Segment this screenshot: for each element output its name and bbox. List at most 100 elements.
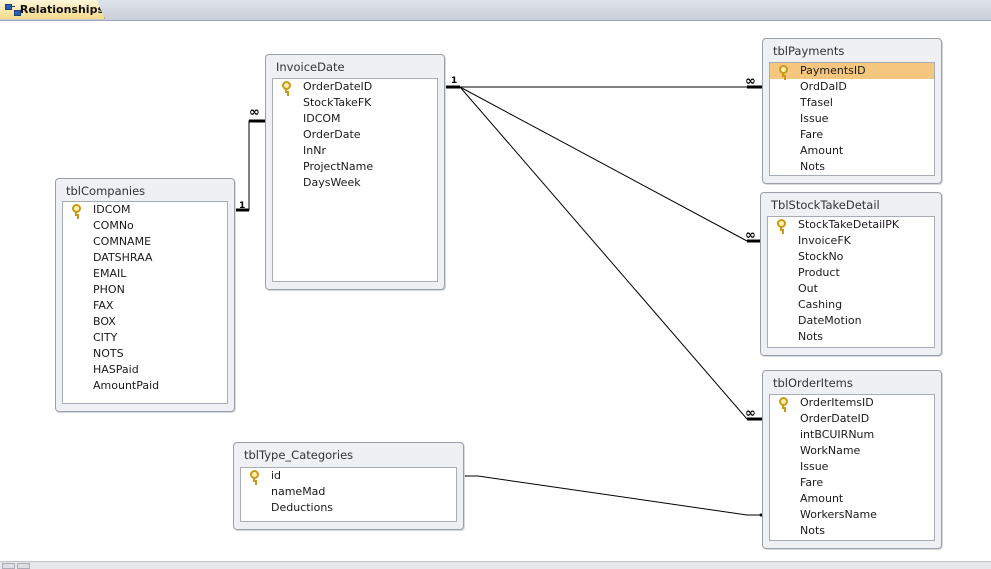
field-row[interactable]: DATSHRAA bbox=[63, 250, 227, 266]
rel-companies-invoicedate bbox=[235, 120, 265, 211]
field-row[interactable]: WorkName bbox=[770, 443, 934, 459]
field-row[interactable]: StockTakeFK bbox=[273, 95, 437, 111]
field-row[interactable]: OrdDaID bbox=[770, 79, 934, 95]
field-row[interactable]: StockTakeDetailPK bbox=[768, 217, 934, 233]
field-row[interactable]: HASPaid bbox=[63, 362, 227, 378]
field-row[interactable]: Nots bbox=[770, 523, 934, 539]
field-row[interactable]: Nots bbox=[768, 329, 934, 345]
field-row[interactable]: OrderDateID bbox=[770, 411, 934, 427]
field-row[interactable]: IDCOM bbox=[273, 111, 437, 127]
field-row[interactable]: Tfasel bbox=[770, 95, 934, 111]
field-row[interactable]: Issue bbox=[770, 111, 934, 127]
field-row[interactable]: DateMotion bbox=[768, 313, 934, 329]
field-name: Nots bbox=[798, 330, 824, 343]
field-name: IDCOM bbox=[93, 203, 131, 216]
field-row[interactable]: Product bbox=[768, 265, 934, 281]
field-row[interactable]: Fare bbox=[770, 127, 934, 143]
field-row[interactable]: Nots bbox=[770, 159, 934, 175]
field-row[interactable]: Out bbox=[768, 281, 934, 297]
horizontal-scrollbar[interactable] bbox=[0, 561, 991, 569]
table-title[interactable]: tblType_Categories bbox=[244, 448, 354, 462]
field-row[interactable]: Issue bbox=[770, 459, 934, 475]
table-title[interactable]: tblCompanies bbox=[66, 184, 146, 198]
table-title[interactable]: tblOrderItems bbox=[773, 376, 853, 390]
field-row[interactable]: InNr bbox=[273, 143, 437, 159]
field-name: OrderDateID bbox=[800, 412, 870, 425]
field-row[interactable]: Amount bbox=[770, 143, 934, 159]
field-name: OrdDaID bbox=[800, 80, 847, 93]
field-name: OrderDateID bbox=[303, 80, 373, 93]
field-name: AmountPaid bbox=[93, 379, 160, 392]
field-row[interactable]: OrderItemsID bbox=[770, 395, 934, 411]
field-row[interactable]: ProjectName bbox=[273, 159, 437, 175]
field-name: Amount bbox=[800, 492, 844, 505]
field-row[interactable]: EMAIL bbox=[63, 266, 227, 282]
field-name: nameMad bbox=[271, 485, 326, 498]
field-name: Fare bbox=[800, 128, 824, 141]
field-row[interactable]: FAX bbox=[63, 298, 227, 314]
field-name: PaymentsID bbox=[800, 64, 866, 77]
field-row[interactable]: OrderDateID bbox=[273, 79, 437, 95]
table-title[interactable]: tblPayments bbox=[773, 44, 845, 58]
field-row[interactable]: OrderDate bbox=[273, 127, 437, 143]
field-name: COMNAME bbox=[93, 235, 152, 248]
field-row[interactable]: PHON bbox=[63, 282, 227, 298]
document-tab-bar: Relationships bbox=[0, 0, 991, 21]
primary-key-icon bbox=[249, 470, 259, 482]
field-row[interactable]: intBCUIRNum bbox=[770, 427, 934, 443]
field-name: HASPaid bbox=[93, 363, 139, 376]
field-row[interactable]: id bbox=[241, 468, 456, 484]
field-name: InNr bbox=[303, 144, 326, 157]
field-name: Nots bbox=[800, 160, 826, 173]
field-row[interactable]: AmountPaid bbox=[63, 378, 227, 394]
field-row[interactable]: InvoiceFK bbox=[768, 233, 934, 249]
cardinality-many: ∞ bbox=[745, 406, 756, 421]
relationships-icon bbox=[5, 3, 21, 17]
rel-typecategories-orderitems bbox=[463, 475, 762, 516]
field-name: intBCUIRNum bbox=[800, 428, 875, 441]
field-row[interactable]: COMNAME bbox=[63, 234, 227, 250]
field-row[interactable]: WorkersName bbox=[770, 507, 934, 523]
field-row[interactable]: Amount bbox=[770, 491, 934, 507]
field-row[interactable]: StockNo bbox=[768, 249, 934, 265]
field-row[interactable]: CITY bbox=[63, 330, 227, 346]
scroll-left-button[interactable] bbox=[2, 563, 15, 569]
field-row[interactable]: NOTS bbox=[63, 346, 227, 362]
field-row[interactable]: nameMad bbox=[241, 484, 456, 500]
field-name: Deductions bbox=[271, 501, 334, 514]
table-title[interactable]: TblStockTakeDetail bbox=[771, 198, 880, 212]
primary-key-icon bbox=[778, 65, 788, 77]
relationship-lines bbox=[235, 85, 763, 517]
field-row[interactable]: Fare bbox=[770, 475, 934, 491]
table-title[interactable]: InvoiceDate bbox=[276, 60, 345, 74]
field-row[interactable]: DaysWeek bbox=[273, 175, 437, 191]
field-row[interactable]: PaymentsID bbox=[770, 63, 934, 79]
field-row[interactable]: Cashing bbox=[768, 297, 934, 313]
field-row[interactable]: Deductions bbox=[241, 500, 456, 516]
primary-key-icon bbox=[71, 204, 81, 216]
field-row[interactable]: BOX bbox=[63, 314, 227, 330]
field-name: NOTS bbox=[93, 347, 124, 360]
field-name: PHON bbox=[93, 283, 125, 296]
field-name: IDCOM bbox=[303, 112, 341, 125]
field-name: DaysWeek bbox=[303, 176, 361, 189]
field-row[interactable]: COMNo bbox=[63, 218, 227, 234]
tab-relationships[interactable]: Relationships bbox=[0, 0, 105, 19]
cardinality-one: 1 bbox=[239, 201, 246, 211]
field-row[interactable]: IDCOM bbox=[63, 202, 227, 218]
rel-invoicedate-stocktake bbox=[459, 86, 748, 242]
field-name: Issue bbox=[800, 112, 829, 125]
scroll-thumb[interactable] bbox=[17, 563, 30, 569]
